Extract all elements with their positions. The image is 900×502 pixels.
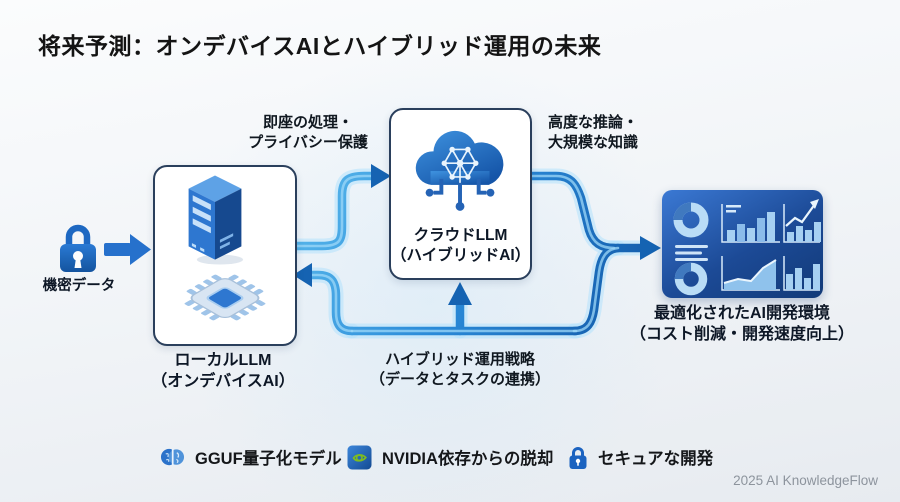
edge-label-immediate-line2: プライバシー保護 [248,133,368,151]
edge-label-hybrid-line1: ハイブリッド運用戦略 [385,351,535,368]
edge-label-immediate-line1: 即座の処理・ [262,114,353,131]
arrowhead-into-dashboard [640,236,661,260]
lock-icon [60,224,96,272]
page-title: 将来予測：オンデバイスAIとハイブリッド運用の未来 [38,33,602,59]
cloud-network-icon [415,130,504,211]
credit-text: 2025 AI KnowledgeFlow [733,473,878,488]
edge-label-hybrid-line2: （データとタスクの連携） [369,370,550,388]
legend-label-nvidia: NVIDIA依存からの脱却 [382,450,554,468]
legend-label-gguf: GGUF量子化モデル [195,450,342,468]
arrowhead-back-to-local [293,263,312,287]
edge-label-advanced-line2: 大規模な知識 [548,133,639,151]
optimized-env-label-line1: 最適化されたAI開発環境 [653,305,830,322]
lock-to-local-arrow [104,234,151,265]
lock-icon [569,446,587,469]
server-icon [188,175,244,265]
optimized-env-label-line2: （コスト削減・開発速度向上） [629,326,854,344]
brain-icon [160,448,185,466]
local-llm-box [153,165,297,346]
confidential-data-node [57,222,99,279]
nvidia-icon [347,445,372,469]
legend-item-nvidia: NVIDIA依存からの脱却 [347,442,553,472]
cloud-llm-box: クラウドLLM （ハイブリッドAI） [389,108,532,280]
arrowhead-up-to-cloud [448,282,472,305]
confidential-data-label: 機密データ [42,278,116,294]
chip-icon [184,274,266,321]
edge-label-advanced-line1: 高度な推論・ [548,114,639,131]
legend-row: GGUF量子化モデル NVIDIA依存からの脱却 [0,442,900,472]
legend-item-gguf: GGUF量子化モデル [160,442,342,472]
legend-item-secure: セキュアな開発 [568,442,713,472]
analytics-dashboard-icon [673,199,821,296]
local-llm-label-line2: （オンデバイスAI） [151,373,295,391]
arrowhead-into-cloud [371,164,391,188]
optimized-env-node [662,190,823,298]
legend-label-secure: セキュアな開発 [598,450,714,468]
local-llm-label-line1: ローカルLLM [174,352,272,369]
cloud-llm-label-line1: クラウドLLM [413,226,508,244]
cloud-llm-label-line2: （ハイブリッドAI） [391,246,531,264]
arrowheads [293,164,661,305]
pipe-highlight [291,174,620,333]
